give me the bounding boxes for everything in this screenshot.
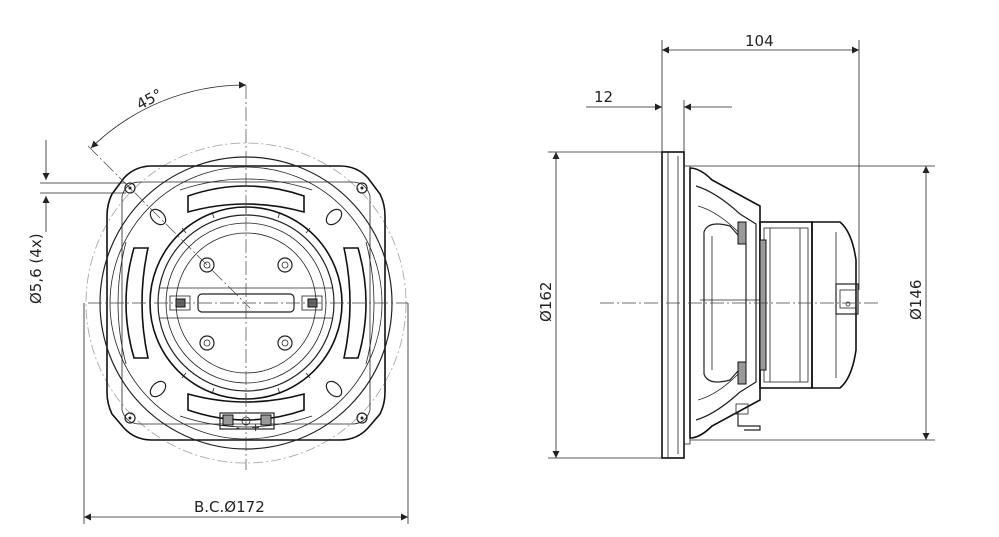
angle-dimension	[90, 81, 247, 149]
flange-label: 12	[594, 88, 613, 106]
top-slot	[187, 185, 305, 214]
flange	[661, 151, 685, 459]
outer-diameter-label: Ø162	[537, 282, 555, 322]
back-cap	[811, 221, 857, 389]
terminal-block: - +	[219, 412, 275, 434]
bolt-circle-label: B.C.Ø172	[194, 498, 265, 516]
magnet	[759, 221, 813, 389]
terminal-minus-label: -	[236, 423, 240, 434]
magnet-screws	[199, 257, 293, 351]
mounting-holes	[124, 182, 368, 424]
hole-diameter-label: Ø5,6 (4x)	[27, 233, 45, 304]
right-slot	[343, 247, 367, 359]
cutout-diameter-label: Ø146	[907, 280, 925, 320]
side-view: 104 12 Ø162 Ø146	[537, 32, 935, 459]
depth-label: 104	[745, 32, 774, 50]
terminal-plus-label: +	[251, 421, 260, 434]
front-view: - + 45° Ø5,6 (4x) B.C.Ø172	[27, 81, 409, 524]
frame-outline	[106, 165, 386, 441]
basket	[689, 167, 761, 439]
left-slot	[125, 247, 149, 359]
angle-label: 45°	[133, 85, 165, 113]
